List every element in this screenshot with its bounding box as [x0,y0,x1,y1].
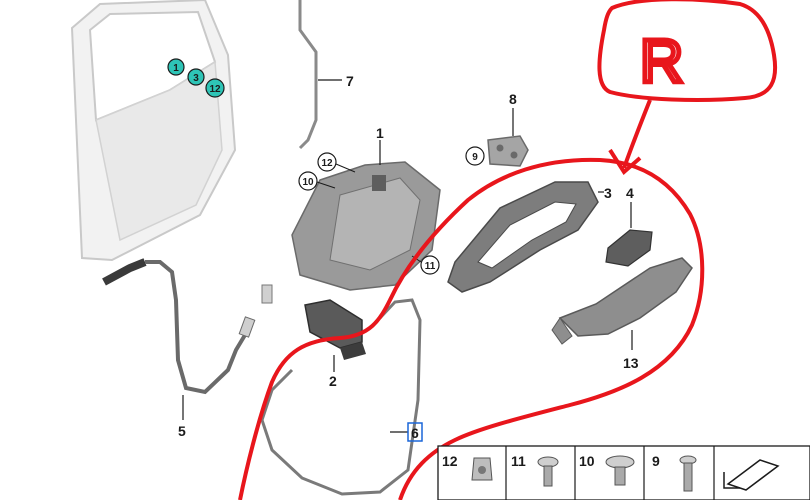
arrow-icon [723,459,780,491]
svg-text:7: 7 [346,73,354,89]
part-3-handle-carrier: 3 [447,181,612,293]
legend-label-10: 10 [579,453,595,469]
svg-text:9: 9 [472,152,478,163]
svg-text:2: 2 [329,373,337,389]
svg-text:13: 13 [623,355,639,371]
legend-label-12: 12 [442,453,458,469]
part-4-cap: 4 [605,185,653,267]
screw-icon-11 [537,456,559,487]
svg-text:3: 3 [604,185,612,201]
svg-text:8: 8 [509,91,517,107]
svg-text:3: 3 [193,73,199,84]
red-markup: R [238,0,778,500]
part-2-actuator: 2 [304,299,366,389]
part-13-door-handle: 13 [551,257,693,371]
door-callout-1: 1 [167,58,185,76]
svg-text:4: 4 [626,185,634,201]
svg-text:1: 1 [173,63,179,74]
rear-door-panel [70,0,237,262]
screw-icon-10 [605,455,635,486]
part-7-rod: 7 [298,0,354,150]
door-callout-3: 3 [187,68,205,86]
part-5-cable: 5 [102,258,256,439]
part-1-lock: 1 [291,125,441,291]
hand-letter-r: R [640,28,683,95]
svg-text:12: 12 [209,84,221,95]
bolt-icon-9 [679,455,697,492]
callout-12-lock: 12 [317,152,356,173]
fastener-legend: 12 11 10 9 [437,445,810,500]
part-6-bowden-cable: 6 [260,298,423,496]
connector-piece [261,284,273,304]
callout-9-striker: 9 [465,146,485,166]
part-8-striker: 8 [487,91,529,167]
svg-text:6: 6 [411,425,419,441]
door-callout-12: 12 [205,78,225,98]
svg-text:1: 1 [376,125,384,141]
svg-text:5: 5 [178,423,186,439]
svg-text:10: 10 [302,177,314,188]
highlight-box-6 [407,422,423,442]
clip-nut-icon [471,457,493,481]
legend-label-11: 11 [511,453,526,469]
callout-11-lock: 11 [411,255,440,275]
svg-text:12: 12 [321,158,333,169]
legend-label-9: 9 [652,453,660,469]
svg-text:11: 11 [425,261,436,272]
callout-10-lock: 10 [298,171,336,191]
